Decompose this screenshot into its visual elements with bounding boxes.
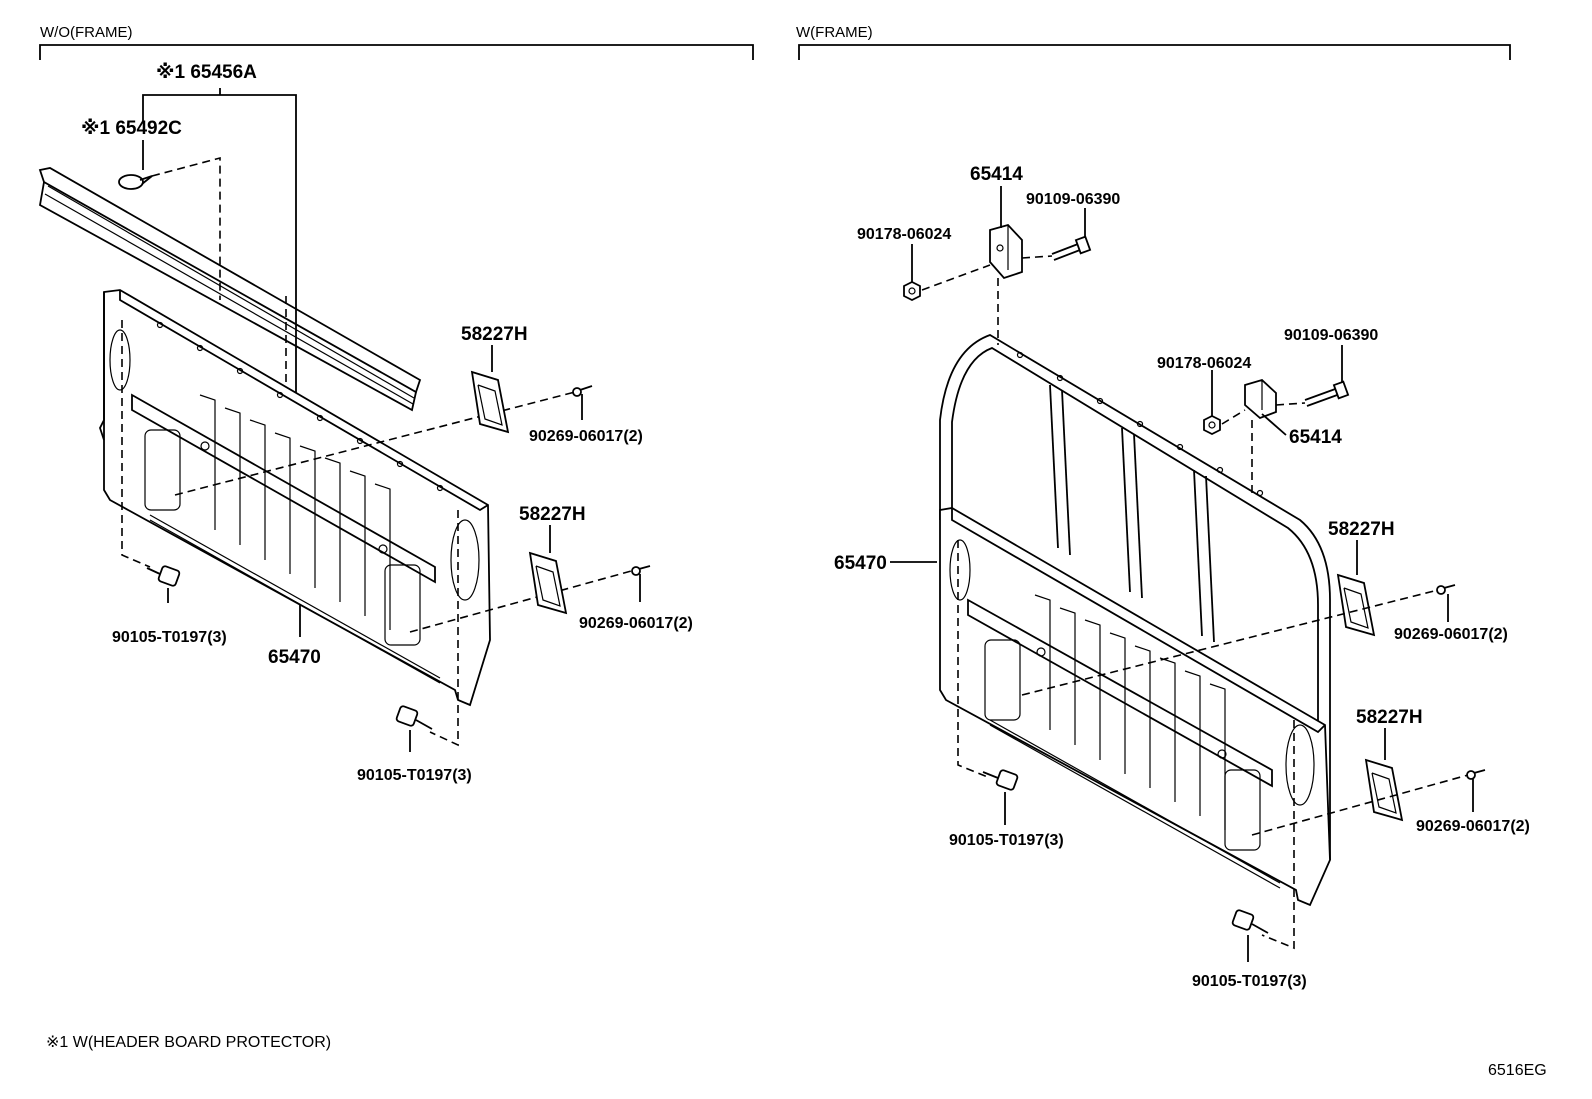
right-bolt-mid-drawing xyxy=(1304,380,1350,407)
right-plate-upper-label: 58227H xyxy=(1328,519,1395,540)
right-plate-lower-drawing xyxy=(1364,758,1404,822)
right-nut-top-drawing xyxy=(903,280,921,302)
right-section-bracket xyxy=(798,44,1511,60)
left-bolt-left-label: 90105-T0197(3) xyxy=(112,629,227,646)
right-panel-label: 65470 xyxy=(834,553,887,574)
diagram-code: 6516EG xyxy=(1488,1062,1547,1079)
right-bracket-mid-drawing xyxy=(1244,378,1277,420)
right-bracket-top-label: 65414 xyxy=(970,164,1023,185)
right-bolt-mid-label: 90109-06390 xyxy=(1284,327,1378,344)
left-dash-left xyxy=(121,320,151,568)
left-plate-lower-drawing xyxy=(528,551,568,615)
right-panel-drawing xyxy=(939,507,1331,907)
left-clip-label: ※1 65492C xyxy=(81,118,182,139)
right-bracket-top-drawing xyxy=(989,223,1023,280)
right-screw-lower-drawing xyxy=(1466,769,1486,812)
right-bolt-top-label: 90109-06390 xyxy=(1026,191,1120,208)
right-screw-upper-drawing xyxy=(1436,584,1456,622)
left-screw-lower-label: 90269-06017(2) xyxy=(579,615,693,632)
right-bolt-bottom-label: 90105-T0197(3) xyxy=(1192,973,1307,990)
right-plate-lower-label: 58227H xyxy=(1356,707,1423,728)
right-nut-mid-label: 90178-06024 xyxy=(1157,355,1251,372)
right-dash-right xyxy=(1261,720,1295,950)
right-bracket-mid-label: 65414 xyxy=(1289,427,1342,448)
right-plate-upper-drawing xyxy=(1336,573,1376,637)
footnote: ※1 W(HEADER BOARD PROTECTOR) xyxy=(46,1034,331,1051)
right-nut-mid-drawing xyxy=(1203,414,1221,436)
right-bolt-left-drawing xyxy=(982,769,1019,825)
left-screw-upper-label: 90269-06017(2) xyxy=(529,428,643,445)
right-bolt-top-drawing xyxy=(1051,235,1092,261)
right-screw-upper-label: 90269-06017(2) xyxy=(1394,626,1508,643)
left-section-bracket xyxy=(39,44,754,60)
left-panel-drawing xyxy=(99,289,491,707)
right-dash-left xyxy=(957,540,991,779)
left-plate-lower-label: 58227H xyxy=(519,504,586,525)
right-nut-top-label: 90178-06024 xyxy=(857,226,951,243)
left-header-protector-label: ※1 65456A xyxy=(156,62,257,83)
left-dash-right xyxy=(429,510,459,747)
left-header-protector-drawing xyxy=(38,167,422,412)
left-screw-lower-drawing xyxy=(631,565,651,602)
left-clip-drawing xyxy=(118,156,221,300)
left-panel-label: 65470 xyxy=(268,647,321,668)
left-bolt-right-drawing xyxy=(395,705,433,752)
left-bolt-right-label: 90105-T0197(3) xyxy=(357,767,472,784)
right-frame-drawing xyxy=(939,334,1331,865)
right-bolt-left-label: 90105-T0197(3) xyxy=(949,832,1064,849)
right-section-title: W(FRAME) xyxy=(796,24,873,41)
right-screw-lower-label: 90269-06017(2) xyxy=(1416,818,1530,835)
left-bolt-left-drawing xyxy=(146,565,181,603)
right-bolt-bottom-drawing xyxy=(1231,909,1269,962)
left-plate-upper-label: 58227H xyxy=(461,324,528,345)
left-screw-upper-drawing xyxy=(572,385,593,420)
left-section-title: W/O(FRAME) xyxy=(40,24,132,41)
left-plate-upper-drawing xyxy=(470,370,510,434)
